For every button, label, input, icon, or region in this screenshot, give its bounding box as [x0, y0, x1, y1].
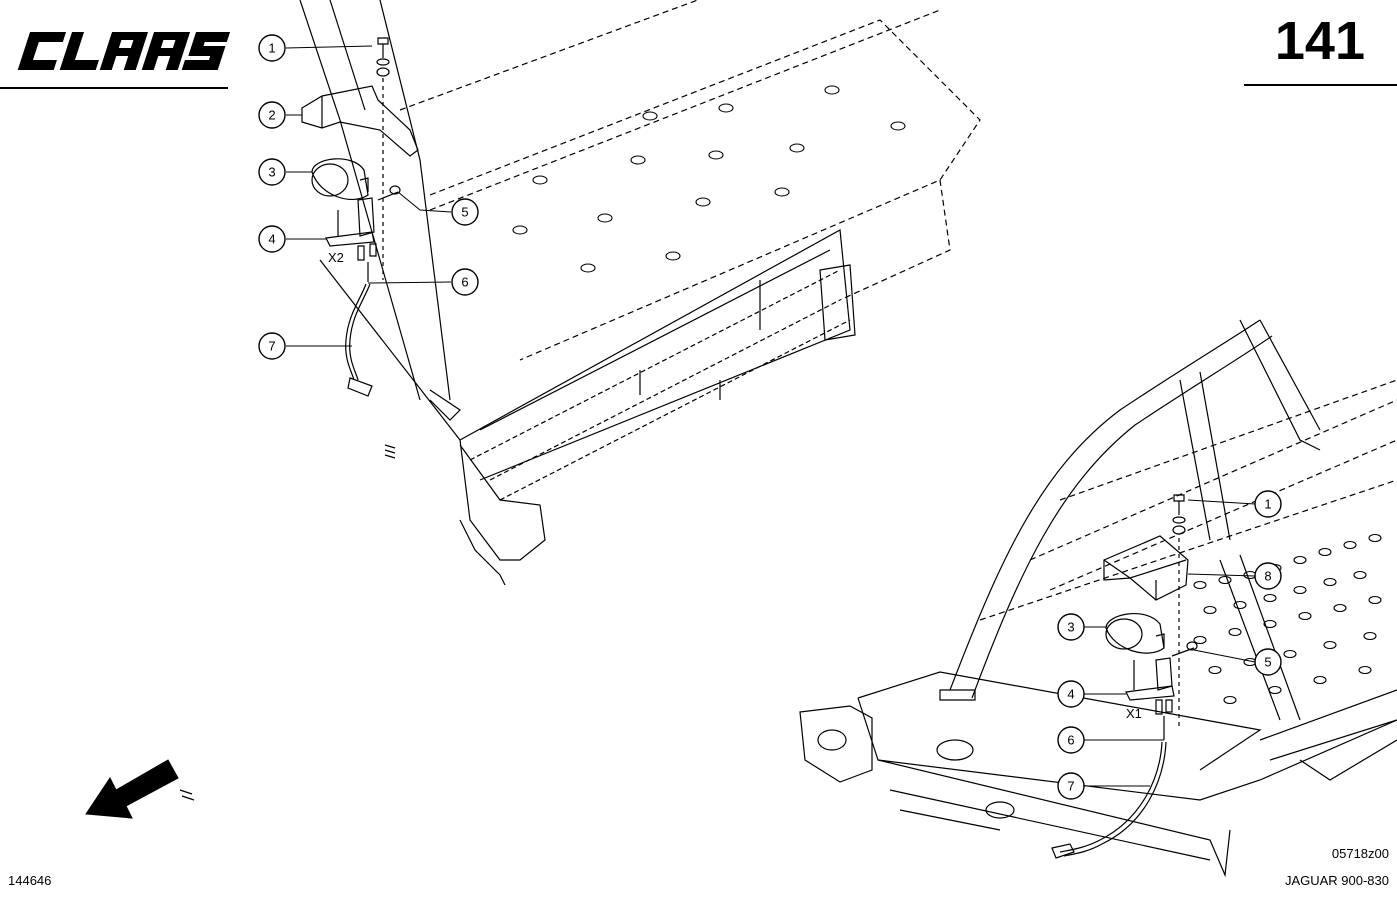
right-machine-frame	[179, 319, 1397, 878]
callout-left-2: 2	[258, 101, 286, 129]
callout-right-4: 4	[1057, 680, 1085, 708]
callout-left-1: 1	[258, 34, 286, 62]
svg-text:3: 3	[1067, 620, 1074, 635]
claas-logo	[17, 32, 231, 70]
figure-code: 05718z00	[1331, 846, 1389, 861]
svg-text:6: 6	[1067, 733, 1074, 748]
direction-arrow-icon	[85, 759, 179, 819]
svg-text:7: 7	[1067, 779, 1074, 794]
right-callouts: 1 8 3 5 4 6 7	[1057, 490, 1282, 800]
connector-label-x2: X2	[328, 250, 344, 265]
callout-left-6: 6	[451, 268, 479, 296]
callout-left-7: 7	[258, 332, 286, 360]
svg-text:7: 7	[268, 339, 275, 354]
svg-text:5: 5	[461, 205, 468, 220]
svg-text:4: 4	[268, 232, 275, 247]
svg-text:6: 6	[461, 275, 468, 290]
callout-left-3: 3	[258, 158, 286, 186]
svg-text:8: 8	[1264, 569, 1271, 584]
callout-left-5: 5	[451, 198, 479, 226]
callout-left-4: 4	[258, 225, 286, 253]
svg-text:3: 3	[268, 165, 275, 180]
svg-text:4: 4	[1067, 687, 1074, 702]
left-machine-frame	[299, 0, 981, 586]
left-callouts: 1 2 3 4 5 6 7	[258, 34, 479, 360]
svg-text:2: 2	[268, 108, 275, 123]
header-rule-left	[0, 87, 228, 89]
page-number: 141	[1274, 11, 1365, 71]
right-part-assembly	[1051, 494, 1198, 859]
callout-right-1: 1	[1254, 490, 1282, 518]
connector-label-x1: X1	[1126, 706, 1142, 721]
callout-right-3: 3	[1057, 613, 1085, 641]
header-rule-right	[1244, 84, 1397, 86]
left-part-assembly	[301, 37, 419, 397]
svg-text:5: 5	[1264, 655, 1271, 670]
svg-text:1: 1	[268, 41, 275, 56]
svg-text:1: 1	[1264, 497, 1271, 512]
callout-right-6: 6	[1057, 726, 1085, 754]
callout-right-5: 5	[1254, 648, 1282, 676]
model-name: JAGUAR 900-830	[1284, 873, 1389, 888]
callout-right-8: 8	[1254, 562, 1282, 590]
callout-right-7: 7	[1057, 772, 1085, 800]
drawing-number: 144646	[8, 873, 52, 888]
